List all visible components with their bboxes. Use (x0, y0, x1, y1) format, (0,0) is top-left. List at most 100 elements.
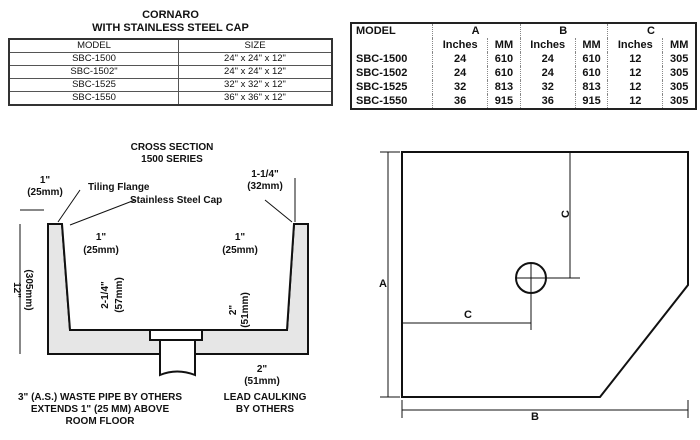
value-cell: 305 (662, 66, 696, 80)
value-cell: 24 (432, 52, 488, 66)
value-cell: 305 (662, 94, 696, 109)
subheader-cell: Inches (607, 38, 663, 52)
height-mm-label: (305mm) (23, 269, 34, 310)
value-cell: 24 (519, 52, 576, 66)
dim-label: (51mm) (240, 292, 251, 328)
cross-section-drawing: CROSS SECTION 1500 SERIES 12" (305mm) 1"… (11, 142, 309, 427)
value-cell: 610 (574, 52, 608, 66)
dim-c-horizontal (402, 293, 532, 330)
dim-label: (25mm) (222, 245, 258, 256)
group-header: B (519, 23, 608, 38)
value-cell: 305 (662, 80, 696, 94)
size-cell: 32" x 32" x 12" (178, 78, 332, 92)
header-cell: SIZE (178, 39, 332, 53)
header-cell: MODEL (356, 25, 396, 37)
size-cell: 24" x 24" x 12" (178, 65, 332, 79)
value-cell: 24 (432, 66, 488, 80)
value-cell: 24 (519, 66, 576, 80)
dim-b-line (401, 400, 689, 418)
waste-pipe-note: ROOM FLOOR (66, 416, 136, 427)
dim-label: 2" (257, 364, 268, 375)
table-row: SBC-1502"24" x 24" x 12" (9, 65, 332, 79)
value-cell: 12 (607, 94, 663, 109)
plan-view-drawing: A B C C (379, 151, 689, 423)
dim-label: (32mm) (247, 181, 283, 192)
subheader-cell: Inches (432, 38, 488, 52)
cross-section-title: CROSS SECTION (131, 142, 214, 153)
model-cell: SBC-1525 (9, 78, 179, 92)
model-cell: SBC-1500 (356, 53, 408, 65)
subheader-cell: MM (662, 38, 696, 52)
dim-label: (51mm) (244, 376, 280, 387)
value-cell: 610 (574, 66, 608, 80)
dim-label: 1-1/4" (251, 169, 279, 180)
label-a: A (379, 278, 387, 290)
dim-a-line (380, 151, 400, 398)
dim-label: (25mm) (83, 245, 119, 256)
waste-pipe (159, 341, 196, 377)
dim-label: 1" (96, 232, 107, 243)
waste-pipe-note: 3" (A.S.) WASTE PIPE BY OTHERS (18, 392, 182, 403)
title-line: WITH STAINLESS STEEL CAP (92, 22, 249, 34)
drain (149, 329, 203, 341)
subheader-cell: MM (574, 38, 608, 52)
value-cell: 36 (519, 94, 576, 109)
header-cell: MODEL (9, 39, 179, 53)
model-cell: SBC-1550 (356, 95, 408, 107)
size-cell: 24" x 24" x 12" (178, 52, 332, 66)
tiling-flange-label: Tiling Flange (88, 182, 150, 193)
subheader-cell: Inches (519, 38, 576, 52)
value-cell: 915 (574, 94, 608, 109)
label-b: B (531, 411, 539, 423)
dim-label: 1" (40, 175, 51, 186)
value-cell: 915 (487, 94, 521, 109)
label-c: C (560, 210, 572, 218)
model-cell: SBC-1502" (9, 65, 179, 79)
leader-lines (264, 178, 296, 223)
value-cell: 12 (607, 52, 663, 66)
value-cell: 36 (432, 94, 488, 109)
dim-label: (57mm) (114, 277, 125, 313)
steel-cap-label: Stainless Steel Cap (130, 195, 222, 206)
dim-label: 1" (235, 232, 246, 243)
size-cell: 36" x 36" x 12" (178, 91, 332, 106)
lead-caulking-note: BY OTHERS (236, 404, 294, 415)
leader-lines (20, 189, 136, 226)
subheader-cell: MM (487, 38, 521, 52)
drain-crosshair (516, 263, 546, 293)
model-cell: SBC-1502 (356, 67, 408, 79)
left-table-title: CORNARO WITH STAINLESS STEEL CAP (8, 9, 333, 35)
value-cell: 610 (487, 52, 521, 66)
value-cell: 32 (432, 80, 488, 94)
waste-pipe-note: EXTENDS 1" (25 MM) ABOVE (31, 404, 170, 415)
value-cell: 305 (662, 52, 696, 66)
value-cell: 32 (519, 80, 576, 94)
label-c: C (464, 309, 472, 321)
cross-section-subtitle: 1500 SERIES (141, 154, 203, 165)
model-cell: SBC-1550 (9, 91, 179, 106)
dim-c-vertical (546, 152, 580, 279)
value-cell: 12 (607, 80, 663, 94)
group-header: A (432, 23, 521, 38)
model-cell: SBC-1525 (356, 81, 408, 93)
value-cell: 12 (607, 66, 663, 80)
lead-caulking-note: LEAD CAULKING (224, 392, 307, 403)
height-label: 12" (11, 282, 22, 298)
group-header: C (607, 23, 696, 38)
dim-label: 2" (228, 305, 239, 316)
model-cell: SBC-1500 (9, 52, 179, 66)
dim-label: (25mm) (27, 187, 63, 198)
